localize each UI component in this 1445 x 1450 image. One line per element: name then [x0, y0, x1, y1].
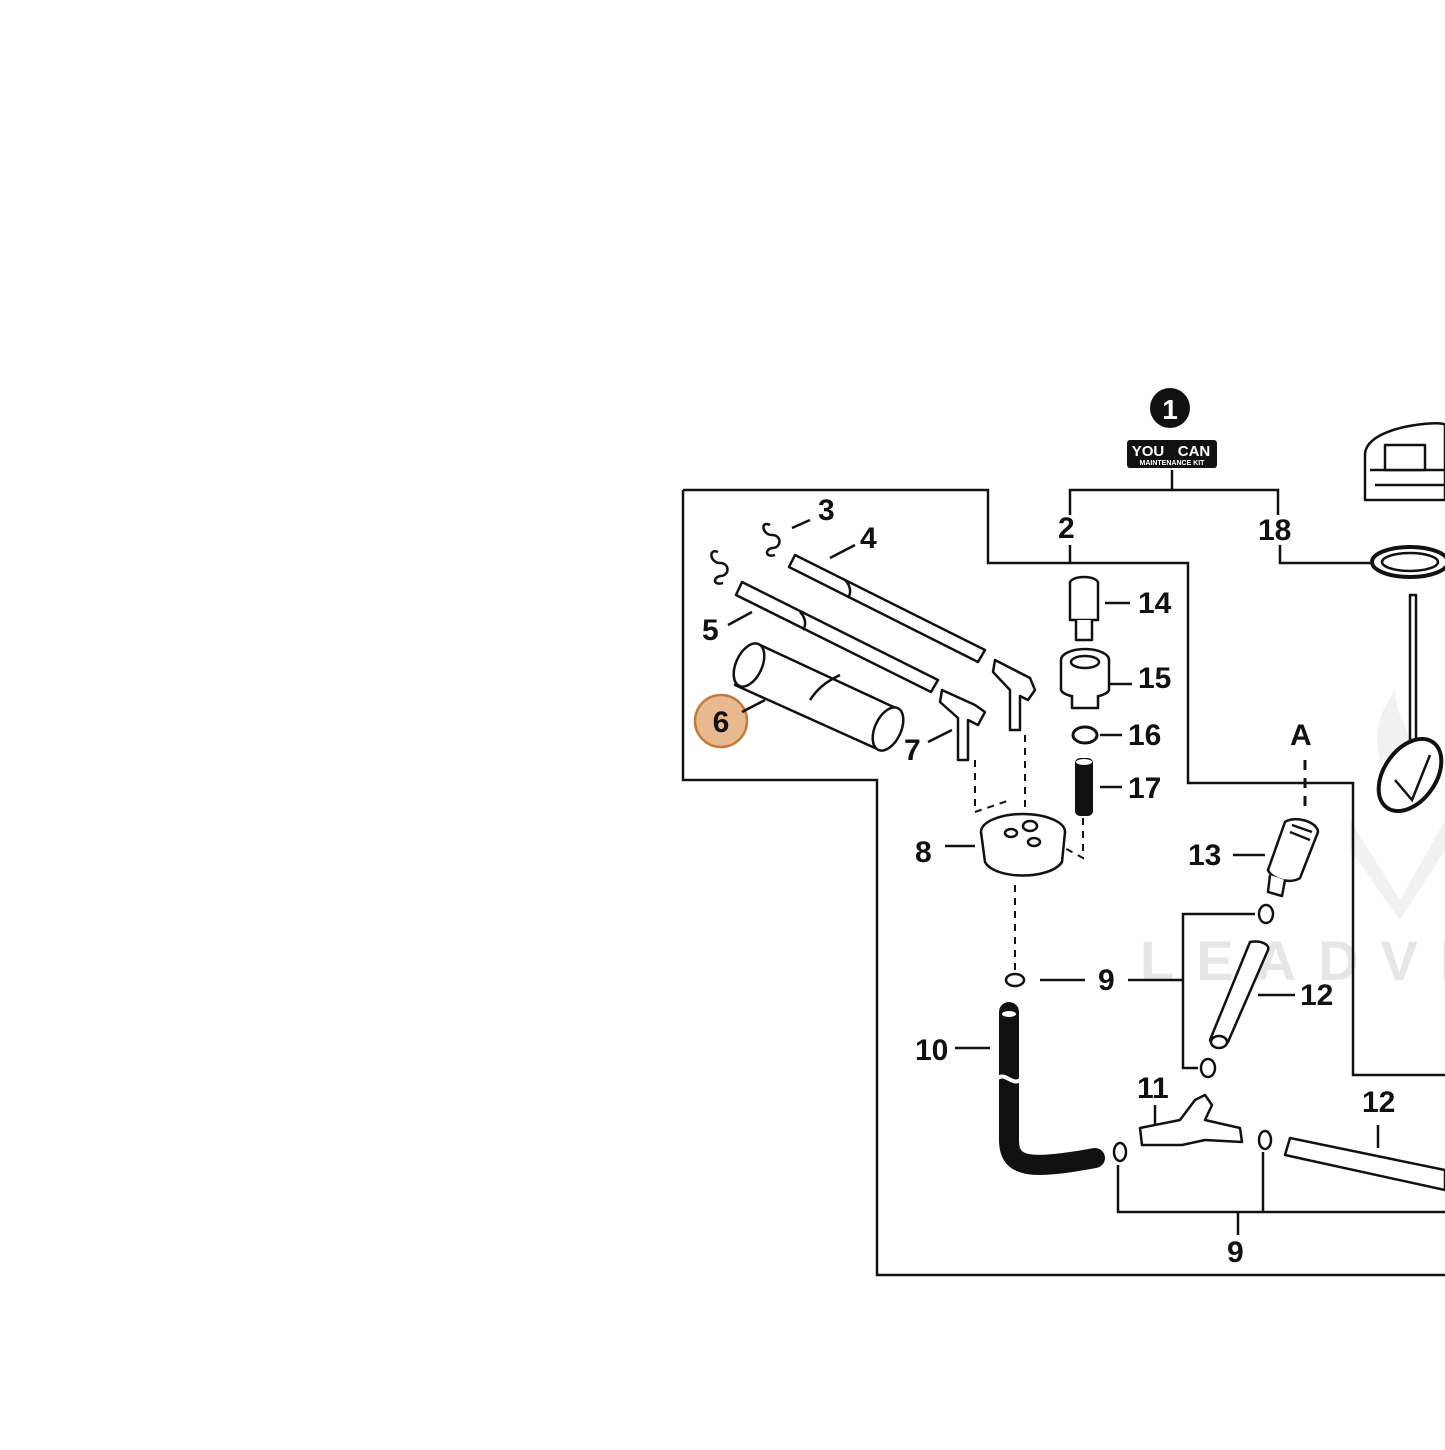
label-10: 10 [915, 1034, 948, 1067]
grommet-8-drawing [979, 812, 1067, 877]
highlight-circle-6[interactable] [693, 693, 749, 749]
label-4: 4 [860, 522, 877, 555]
fuel-line-10-drawing [996, 1002, 1105, 1175]
group-outline-lower [681, 490, 1445, 1277]
label-9-upper: 9 [1098, 964, 1115, 997]
leader-6 [741, 698, 766, 714]
watermark-logo [1350, 690, 1445, 920]
fuel-filter-13-drawing [1266, 817, 1320, 898]
label-18: 18 [1258, 514, 1291, 547]
label-15: 15 [1138, 662, 1171, 695]
kit-badge: 1 YOU CAN MAINTENANCE KIT [1127, 388, 1217, 468]
o-ring-9-d [1112, 1141, 1128, 1163]
kit-bracket [1068, 470, 1280, 515]
label-7: 7 [904, 734, 921, 767]
kit-logo-box [1127, 440, 1217, 468]
bracket-9-upper [1181, 912, 1255, 1070]
kit-number-circle [1150, 388, 1190, 428]
label-2: 2 [1058, 512, 1075, 545]
leader-7 [927, 728, 953, 744]
label-3: 3 [818, 494, 835, 527]
o-ring-9-b [1199, 1057, 1217, 1079]
tube-5-drawing [734, 580, 940, 694]
o-ring-9-a [1257, 903, 1275, 925]
label-8: 8 [915, 836, 932, 869]
clip-3-drawing [710, 522, 781, 585]
sleeve-6-drawing [732, 642, 905, 752]
leader-18 [1278, 545, 1370, 565]
part-17-drawing [1075, 758, 1093, 816]
tube-12-a-drawing [1208, 940, 1270, 1050]
leader-5 [727, 610, 753, 627]
fuel-cap-drawing [1363, 422, 1445, 814]
leader-3 [791, 518, 811, 530]
label-14: 14 [1138, 587, 1172, 620]
part-16-drawing [1071, 725, 1099, 745]
label-6[interactable]: 6 [713, 706, 730, 739]
group-outline-upper [683, 488, 1445, 1077]
kit-logo-can: CAN [1178, 443, 1211, 460]
watermark-text: LEADVEN [1140, 929, 1445, 992]
label-13: 13 [1188, 839, 1221, 872]
label-11: 11 [1137, 1072, 1169, 1105]
leader-4 [829, 543, 856, 560]
label-12-upper: 12 [1300, 979, 1333, 1012]
label-5: 5 [702, 614, 719, 647]
kit-number: 1 [1162, 394, 1178, 425]
part-15-drawing [1059, 647, 1111, 710]
label-17: 17 [1128, 772, 1161, 805]
part-14-drawing [1068, 575, 1100, 642]
elbow-fitting-7-drawing [938, 658, 1037, 762]
o-ring-9-e [1257, 1129, 1273, 1151]
label-16: 16 [1128, 719, 1161, 752]
o-ring-9-c [1004, 972, 1026, 988]
tube-4-drawing [787, 553, 987, 664]
label-A: A [1290, 719, 1312, 752]
y-fitting-11-drawing [1138, 1093, 1244, 1147]
label-12-lower: 12 [1362, 1086, 1395, 1119]
kit-logo-you: YOU [1132, 443, 1165, 460]
kit-logo-subtitle: MAINTENANCE KIT [1140, 460, 1206, 467]
bracket-9-lower [1116, 1152, 1445, 1235]
label-9-lower: 9 [1227, 1236, 1244, 1269]
tube-12-b-drawing [1283, 1136, 1445, 1192]
guide-7-8 [974, 760, 1011, 814]
